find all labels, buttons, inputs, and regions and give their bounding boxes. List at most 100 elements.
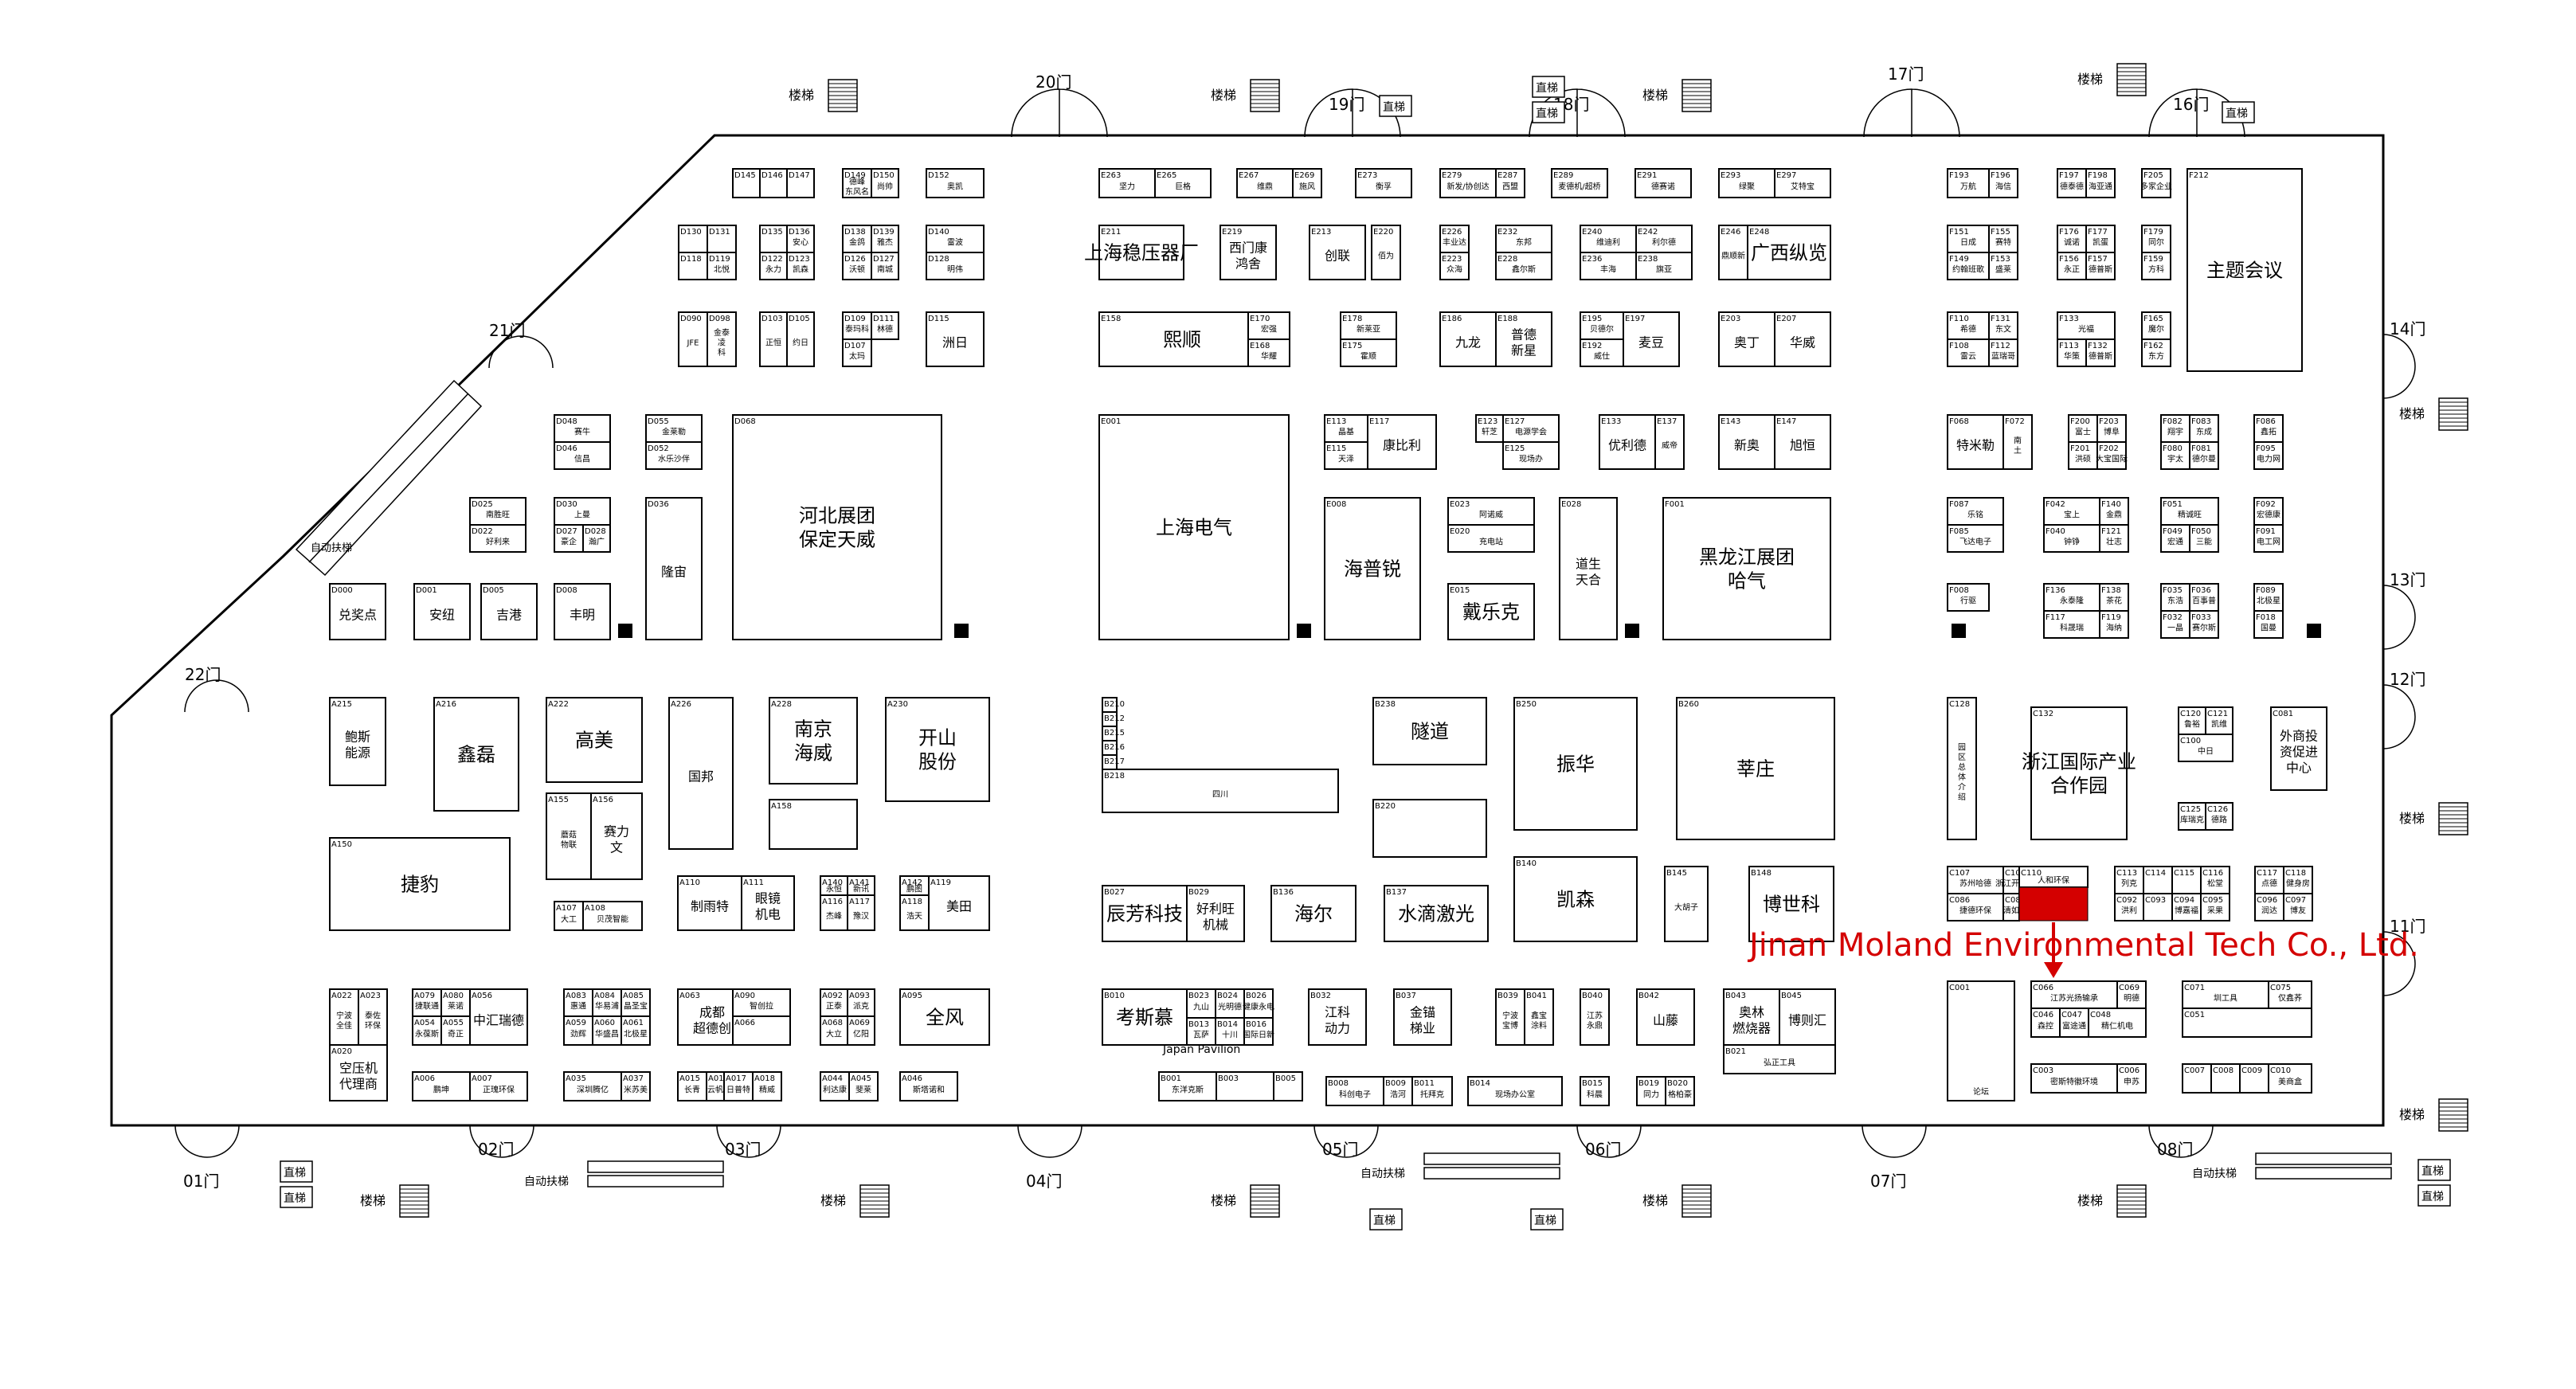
booth-c093[interactable]: C093 <box>2143 893 2173 921</box>
booth-a158[interactable]: A158 <box>769 799 858 850</box>
gate-g19[interactable]: 19门 <box>1304 88 1401 138</box>
gate-g20[interactable]: 20门 <box>1011 72 1108 138</box>
booth-c051[interactable]: C051 <box>2182 1008 2312 1038</box>
gate-g16[interactable]: 16门 <box>2148 88 2245 138</box>
booth-c008[interactable]: C008 <box>2210 1063 2241 1094</box>
booth-c115[interactable]: C115 <box>2171 866 2202 894</box>
booth-c007[interactable]: C007 <box>2182 1063 2212 1094</box>
booth-d146[interactable]: D146 <box>759 168 788 198</box>
booth-b215[interactable]: B215 <box>1102 726 1125 741</box>
gate-g04[interactable]: 04门 <box>1017 1125 1082 1191</box>
gate-g11[interactable]: 11门 <box>2382 917 2425 996</box>
booth-b210[interactable]: B210 <box>1102 697 1125 713</box>
gate-g05[interactable]: 05门 <box>1313 1125 1379 1159</box>
gate-g12[interactable]: 12门 <box>2382 670 2425 749</box>
gate-g18[interactable]: 18门 <box>1529 88 1626 138</box>
